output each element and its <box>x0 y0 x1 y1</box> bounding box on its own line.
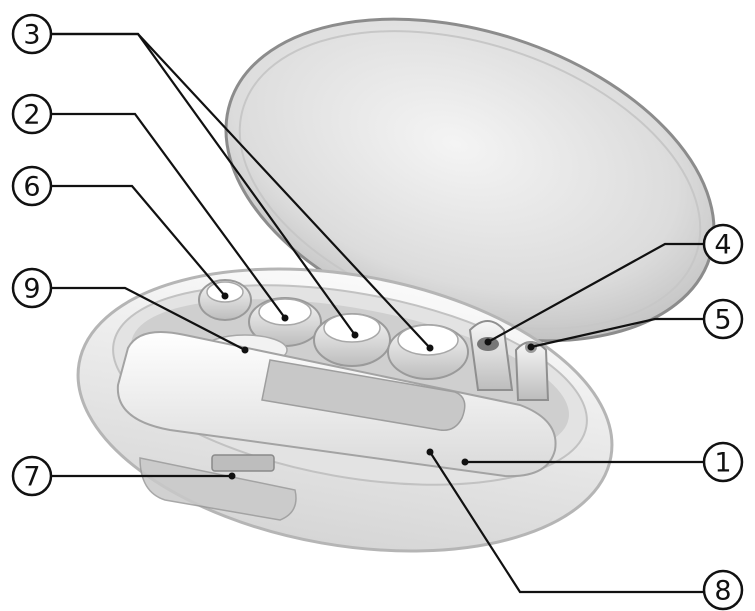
callout-4-label: 4 <box>714 230 731 261</box>
callout-1-label: 1 <box>714 448 731 479</box>
callout-7-label: 7 <box>23 462 40 493</box>
callout-6-label: 6 <box>23 172 40 203</box>
attachment-3b <box>388 325 468 379</box>
callout-4: 4 <box>704 225 742 263</box>
callout-2: 2 <box>13 95 51 133</box>
callout-9: 9 <box>13 269 51 307</box>
callout-6: 6 <box>13 167 51 205</box>
callout-9-label: 9 <box>23 274 40 305</box>
attachment-6 <box>199 280 251 320</box>
callout-8: 8 <box>704 571 742 609</box>
callout-2-label: 2 <box>23 100 40 131</box>
callout-5: 5 <box>704 300 742 338</box>
callout-3-label: 3 <box>23 20 40 51</box>
callout-5-label: 5 <box>714 305 731 336</box>
callout-3: 3 <box>13 15 51 53</box>
callout-7: 7 <box>13 457 51 495</box>
callout-1: 1 <box>704 443 742 481</box>
attachment-3a <box>314 314 390 366</box>
callout-8-label: 8 <box>714 576 731 607</box>
